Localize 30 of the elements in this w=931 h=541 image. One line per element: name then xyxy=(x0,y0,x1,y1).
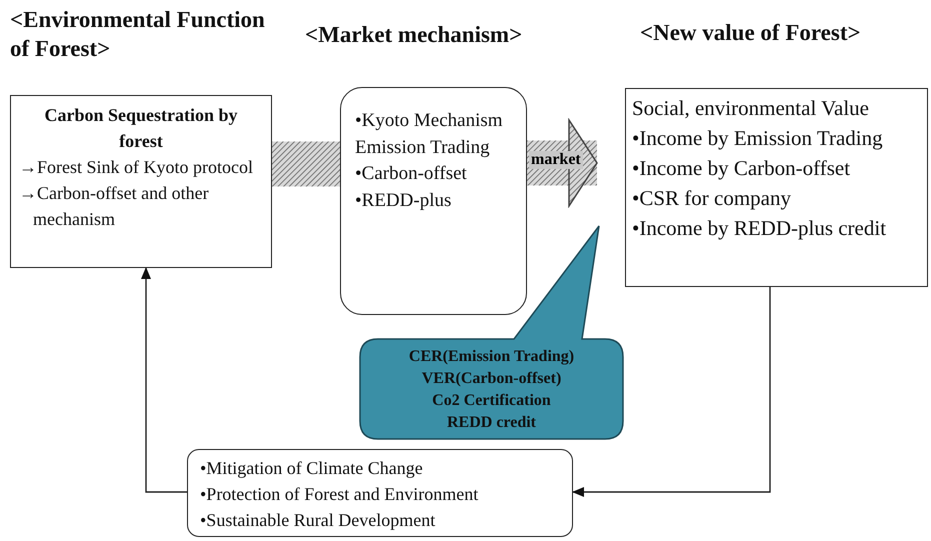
list-item: Social, environmental Value xyxy=(632,95,870,122)
list-item: •Income by REDD-plus credit xyxy=(632,215,888,242)
column-heading: <New value of Forest> xyxy=(640,19,862,47)
list-item: •Mitigation of Climate Change xyxy=(200,457,424,480)
list-item: •Sustainable Rural Development xyxy=(200,509,436,532)
credit-label: Co2 Certification xyxy=(431,391,552,411)
process-box xyxy=(625,88,928,287)
process-box xyxy=(10,95,272,268)
arrow xyxy=(141,267,187,493)
block-arrow xyxy=(527,119,598,207)
edge-label: market xyxy=(529,151,583,169)
list-item: •Kyoto Mechanism Emission Trading xyxy=(355,109,504,160)
callout-bubble xyxy=(358,225,625,440)
column-heading: <Environmental Function of Forest> xyxy=(10,6,266,63)
rounded-box xyxy=(340,87,527,315)
list-item: •REDD-plus xyxy=(355,188,452,212)
credit-label: REDD credit xyxy=(446,413,538,433)
list-item: →Carbon-offset and other mechanism xyxy=(19,182,210,231)
list-item: •Income by Carbon-offset xyxy=(632,155,852,182)
list-item: →Forest Sink of Kyoto protocol xyxy=(19,156,254,179)
credit-label: VER(Carbon-offset) xyxy=(420,369,562,389)
box-heading: Carbon Sequestration by forest xyxy=(43,104,239,153)
column-heading: <Market mechanism> xyxy=(305,21,524,49)
list-item: •Income by Emission Trading xyxy=(632,125,884,152)
rounded-box xyxy=(187,449,573,537)
list-item: •Carbon-offset xyxy=(355,162,468,186)
list-item: •Protection of Forest and Environment xyxy=(200,483,480,506)
list-item: •CSR for company xyxy=(632,185,792,212)
credit-label: CER(Emission Trading) xyxy=(408,347,576,367)
arrow xyxy=(572,287,771,497)
